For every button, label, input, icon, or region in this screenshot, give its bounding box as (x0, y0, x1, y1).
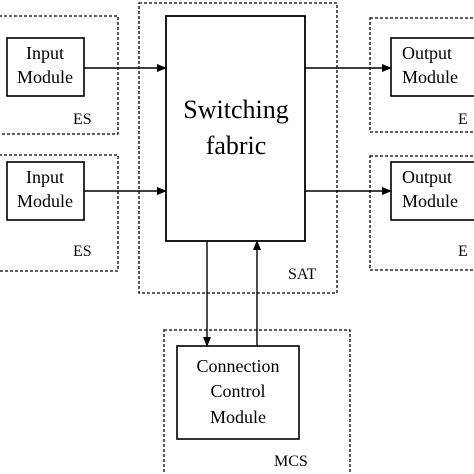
output-module-top-line2: Module (402, 67, 458, 87)
switching-fabric-line1: Switching (183, 95, 288, 124)
input-module-bottom-line2: Module (17, 191, 73, 211)
input-module-top-line2: Module (17, 67, 73, 87)
sat-label: SAT (288, 266, 317, 283)
input-module-bottom-box (6, 161, 85, 221)
output-module-top-line1: Output (402, 43, 452, 63)
eo-top-dotted-boundary (369, 17, 474, 133)
es-bottom-dotted-boundary (0, 154, 119, 272)
output-module-top-box (390, 37, 474, 97)
input-module-top-box (6, 37, 85, 97)
switching-fabric-line2: fabric (206, 131, 267, 160)
eo-bottom-dotted-boundary (369, 155, 474, 271)
input-module-bottom-line1: Input (26, 167, 64, 187)
es-top-dotted-boundary (0, 15, 119, 135)
connection-control-module-box (176, 345, 300, 440)
switching-fabric-box (165, 15, 306, 242)
eo-bottom-label: E (458, 243, 468, 260)
connection-control-module-line2: Control (210, 381, 265, 401)
connection-control-module-line1: Connection (197, 356, 280, 376)
es-bottom-label: ES (73, 243, 92, 260)
output-module-bottom-box (390, 161, 474, 221)
eo-top-label: E (458, 111, 468, 128)
connection-control-module-line3: Module (210, 407, 266, 427)
es-top-label: ES (73, 111, 92, 128)
sat-dotted-boundary (138, 2, 338, 294)
output-module-bottom-line2: Module (402, 191, 458, 211)
output-module-bottom-line1: Output (402, 167, 452, 187)
input-module-top-line1: Input (26, 43, 64, 63)
mcs-label: MCS (274, 453, 308, 470)
